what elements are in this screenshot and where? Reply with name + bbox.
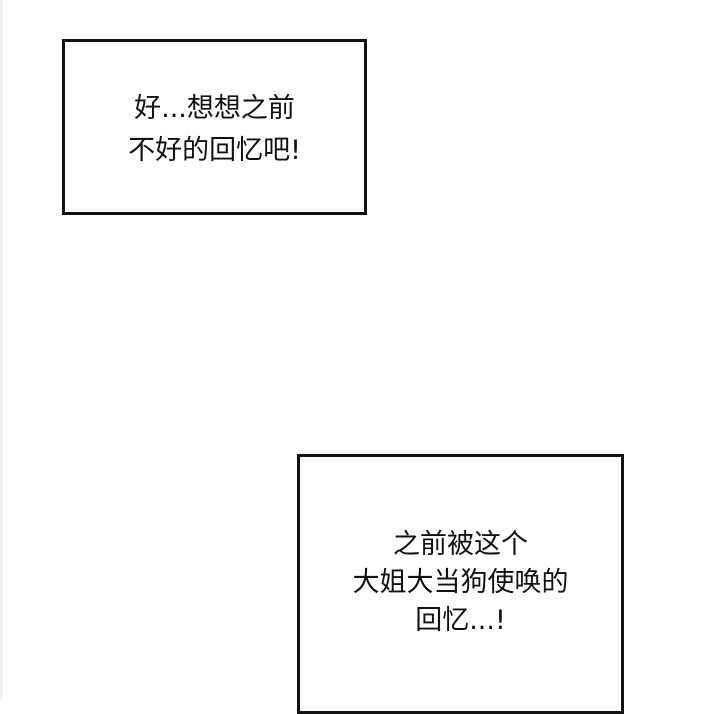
narration-line: 之前被这个 [393, 529, 528, 560]
narration-line: 大姐大当狗使唤的 [352, 567, 569, 598]
narration-box-1: 好...想想之前 不好的回忆吧! [62, 39, 367, 215]
narration-line: 好...想想之前 [134, 93, 295, 124]
page-edge [0, 0, 3, 700]
narration-line: 不好的回忆吧! [128, 135, 301, 166]
narration-box-2: 之前被这个 大姐大当狗使唤的 回忆...! [297, 454, 624, 714]
narration-line: 回忆...! [415, 605, 506, 636]
